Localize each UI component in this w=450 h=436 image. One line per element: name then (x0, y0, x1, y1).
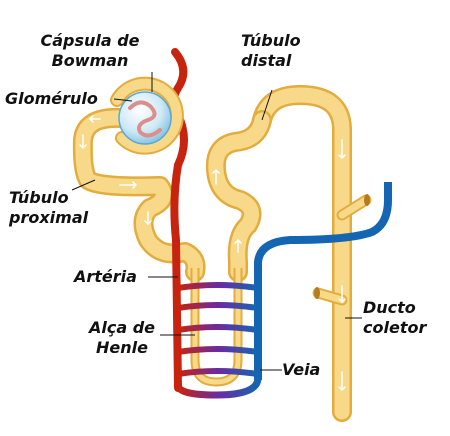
alca-label-1: Alça de (88, 318, 156, 337)
capsula-label-2: Bowman (51, 51, 129, 70)
capsula-label-1: Cápsula de (40, 31, 140, 50)
glomerulo (118, 91, 172, 145)
capsula-de-bowman (110, 76, 184, 155)
alca-label-2: Henle (96, 338, 148, 357)
alca-de-henle (190, 268, 243, 387)
ducto-label-2: coletor (363, 318, 427, 337)
ducto-coletor (252, 84, 372, 422)
tubulo-distal-label-1: Túbulo (241, 31, 301, 50)
glomerulo-label: Glomérulo (5, 89, 98, 108)
flow-arrows (79, 115, 346, 392)
ducto-label-1: Ducto (363, 298, 416, 317)
leader-lines (71, 72, 362, 371)
tubulo-distal-label-2: distal (241, 51, 292, 70)
veia (254, 182, 392, 380)
tubulo-proximal-label-1: Túbulo (9, 188, 69, 207)
arteria-label: Artéria (74, 267, 137, 286)
veia-label: Veia (282, 360, 321, 379)
tubulo-proximal-label-2: proximal (9, 208, 89, 227)
tubulo-distal (205, 110, 272, 282)
